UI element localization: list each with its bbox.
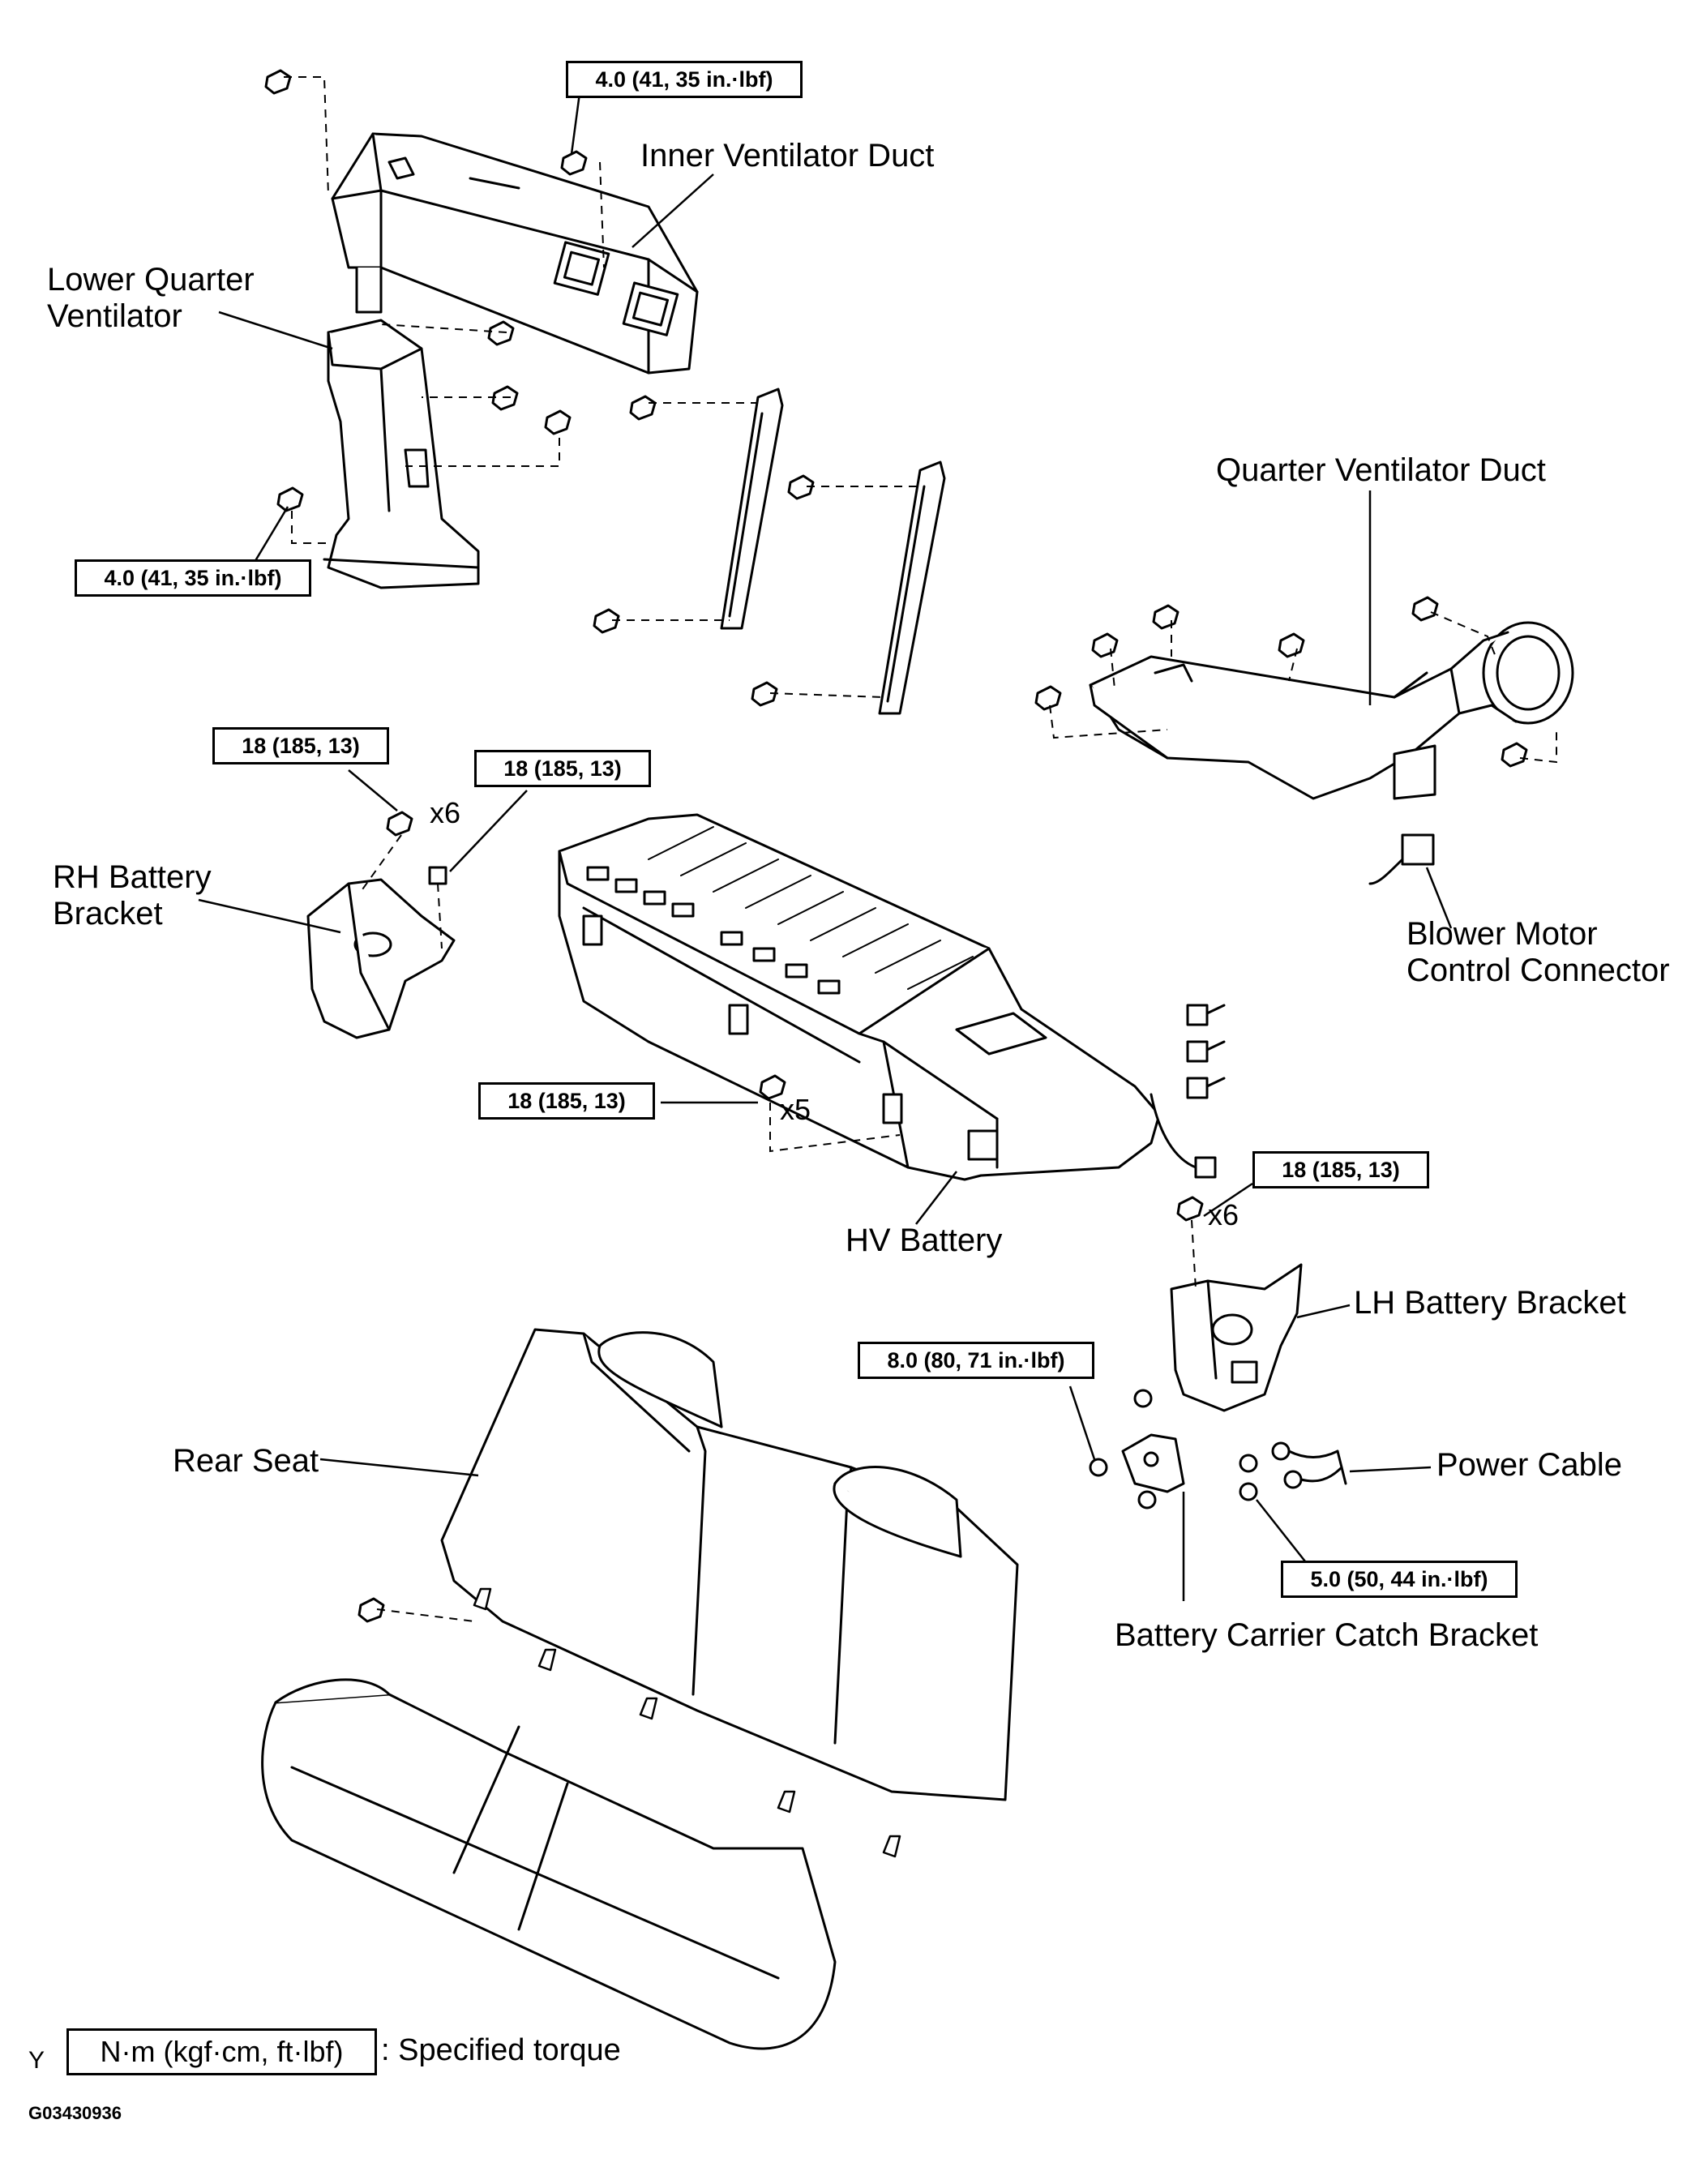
torque-box-lower-vent: 4.0 (41, 35 in.·lbf) (75, 559, 311, 597)
label-lh-battery-bracket: LH Battery Bracket (1354, 1285, 1626, 1321)
leader-rh-torque2 (449, 790, 528, 872)
torque-box-rh-nut: 18 (185, 13) (474, 750, 651, 787)
dash-14 (1191, 1219, 1197, 1290)
seat-anchors-drawing (473, 1587, 901, 1858)
label-quarter-ventilator-duct: Quarter Ventilator Duct (1216, 452, 1546, 488)
label-battery-carrier-catch-bracket: Battery Carrier Catch Bracket (1115, 1617, 1539, 1653)
label-inner-ventilator-duct: Inner Ventilator Duct (640, 138, 935, 173)
torque-box-lh-bolt: 18 (185, 13) (1252, 1151, 1429, 1188)
label-power-cable: Power Cable (1436, 1447, 1623, 1483)
dash-15 (1049, 704, 1168, 739)
inner-ventilator-duct-drawing (331, 132, 699, 375)
label-blower-motor-2: Control Connector (1406, 953, 1670, 988)
torque-box-top-duct: 4.0 (41, 35 in.·lbf) (566, 61, 803, 98)
corner-mark: Y (28, 2047, 45, 2074)
leader-rh-torque1 (348, 769, 398, 812)
lower-quarter-ventilator-drawing (323, 319, 480, 589)
leader-rh-bracket (198, 898, 341, 934)
rear-seat-drawing (261, 1328, 1019, 2050)
legend-description: : Specified torque (381, 2033, 621, 2067)
dash-18 (1288, 648, 1298, 682)
torque-box-power-cable: 5.0 (50, 44 in.·lbf) (1281, 1561, 1518, 1598)
multiplier-rh-bracket: x6 (430, 796, 461, 829)
quarter-ventilator-duct-drawing (1089, 621, 1574, 800)
torque-box-rh-bolt: 18 (185, 13) (212, 727, 389, 764)
leader-lower-vent (218, 310, 333, 350)
dash-21 (376, 1608, 475, 1622)
bolt-symbols (264, 69, 1528, 1623)
dash-1 (284, 76, 329, 195)
dash-13 (769, 1103, 901, 1153)
multiplier-hv-battery: x5 (780, 1093, 811, 1126)
label-lower-quarter-ventilator-2: Ventilator (47, 298, 182, 334)
catch-bracket-drawing (1121, 1433, 1185, 1493)
leader-inner-duct (632, 173, 714, 248)
dash-19 (1430, 611, 1496, 657)
dash-12 (437, 883, 443, 949)
leader-lh-torque (1203, 1182, 1253, 1218)
lh-battery-bracket-drawing (1170, 1263, 1303, 1412)
torque-box-catch-bracket: 8.0 (80, 71 in.·lbf) (858, 1342, 1094, 1379)
label-rh-battery-bracket-2: Bracket (53, 896, 163, 931)
leader-lh-bracket (1296, 1304, 1351, 1319)
label-lower-quarter-ventilator-1: Lower Quarter (47, 262, 255, 298)
dash-10 (769, 692, 884, 698)
legend-torque-box: N·m (kgf·cm, ft·lbf) (66, 2028, 377, 2075)
leader-rear-seat (319, 1458, 479, 1477)
leader-catch-torque (1068, 1385, 1096, 1460)
label-blower-motor-1: Blower Motor (1406, 916, 1598, 952)
battery-harness-drawing (1150, 1004, 1226, 1179)
leader-power-cable (1349, 1466, 1432, 1473)
dash-20 (1519, 730, 1557, 764)
rh-battery-bracket-drawing (306, 878, 456, 1039)
dash-3 (380, 323, 507, 333)
figure-code: G03430936 (28, 2103, 122, 2123)
multiplier-lh-bracket: x6 (1208, 1198, 1239, 1231)
dash-2 (599, 161, 605, 268)
blower-connector-drawing (1368, 833, 1435, 885)
label-rear-seat: Rear Seat (173, 1443, 319, 1479)
torque-box-hv-battery: 18 (185, 13) (478, 1082, 655, 1120)
leader-lower-vent-torque (250, 506, 289, 568)
label-hv-battery: HV Battery (846, 1223, 1003, 1258)
hv-battery-drawing (558, 813, 1161, 1181)
leader-blower (1425, 867, 1453, 929)
dash-16 (1110, 648, 1115, 690)
leader-hv-battery (915, 1171, 957, 1225)
dash-11 (360, 834, 402, 893)
label-rh-battery-bracket-1: RH Battery (53, 859, 212, 895)
leader-top-torque (570, 92, 581, 155)
dash-6 (291, 511, 328, 544)
power-cable-drawing (1271, 1441, 1347, 1489)
brace-bars-drawing (720, 388, 946, 715)
